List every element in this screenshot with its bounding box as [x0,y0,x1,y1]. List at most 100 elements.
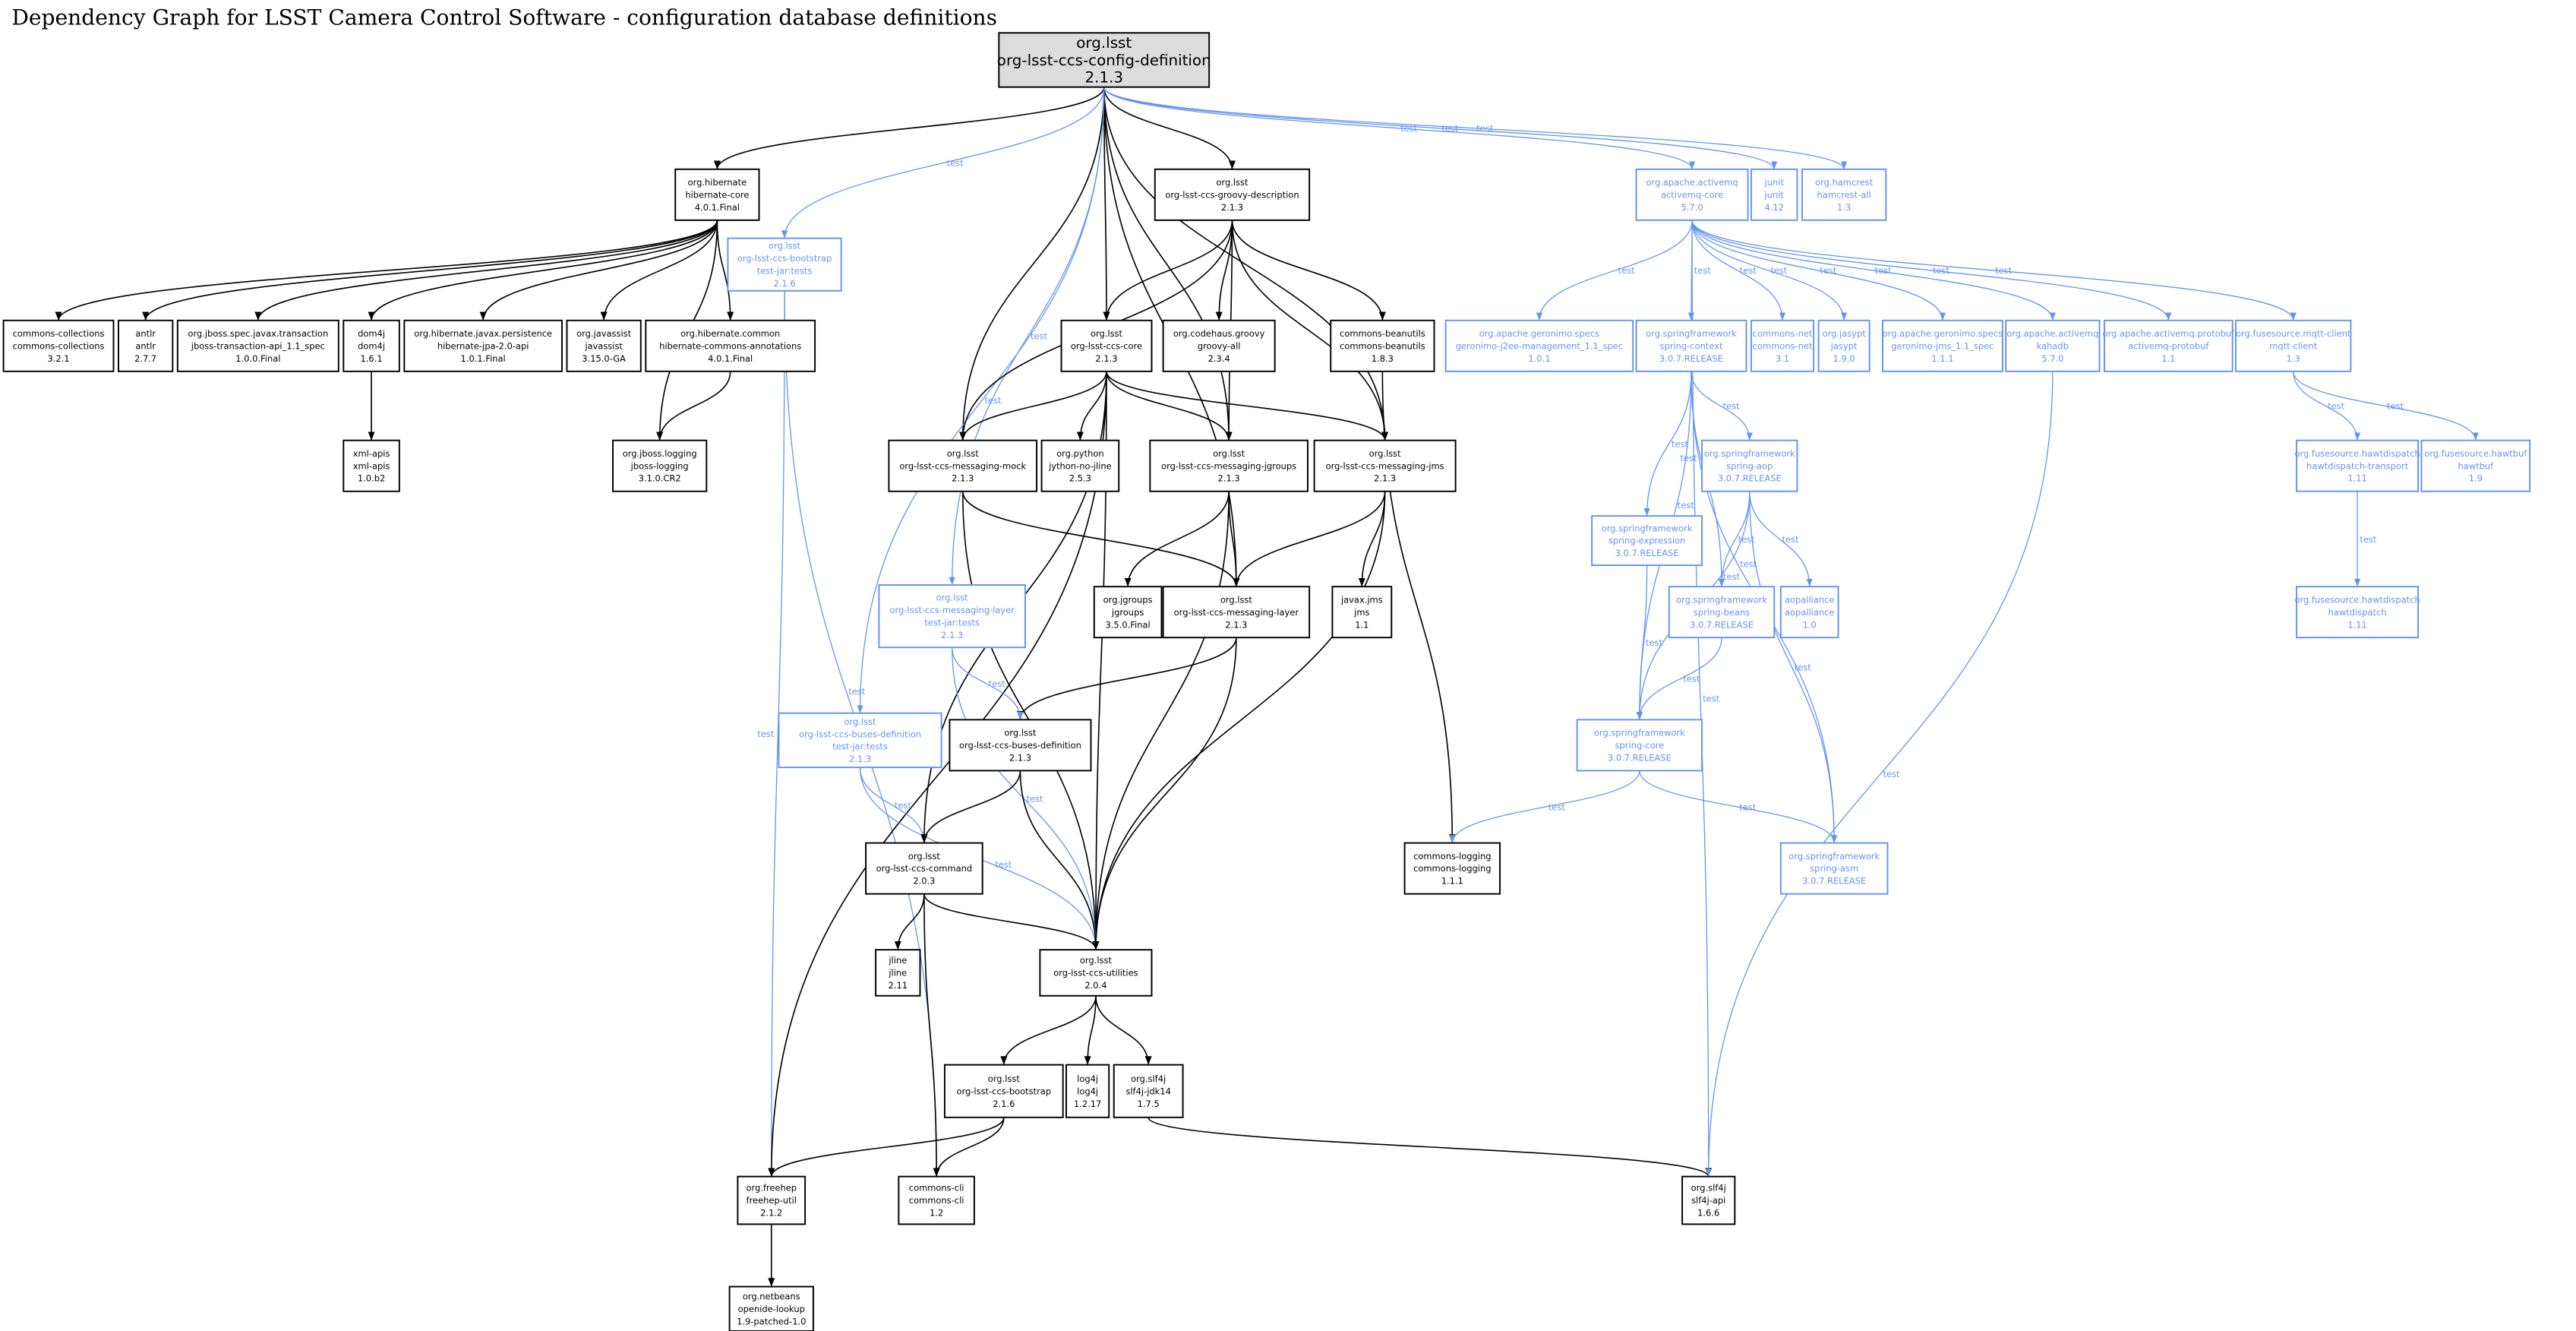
artifact-version: 2.11 [889,980,908,991]
artifact-box [1668,586,1776,639]
artifact-node-busesdef[interactable]: org.lsst org-lsst-ccs-buses-definition2.1… [949,719,1092,772]
artifact-group: org.lsst [1004,728,1037,738]
artifact-node-springaop[interactable]: org.springframeworkspring-aop3.0.7.RELEA… [1701,439,1798,492]
artifact-node-layertj[interactable]: org.lsstorg-lsst-ccs-messaging-layertest… [878,584,1026,649]
artifact-box [1403,842,1501,895]
artifact-node-springctx[interactable]: org.springframeworkspring-context3.0.7.R… [1635,319,1747,372]
artifact-node-msgjgroups[interactable]: org.lsstorg-lsst-ccs-messaging-jgroups2.… [1149,439,1309,492]
artifact-node-springasm[interactable]: org.springframeworkspring-asm3.0.7.RELEA… [1779,842,1889,895]
edge-label-test: test [1476,123,1494,134]
artifact-version: 1.1.1 [1441,876,1463,887]
dependency-edge-hibcore-jbosstx [254,220,718,321]
artifact-id: kahadb [2037,340,2069,351]
dependency-edge-root-hibcore [713,87,1105,169]
artifact-node-protobuf[interactable]: org.apache.activemq.protobufactivemq-pro… [2103,319,2236,372]
artifact-id: junit [1764,189,1785,200]
artifact-node-hibann[interactable]: org.hibernate.commonhibernate-commons-an… [645,319,816,372]
artifact-version: 3.0.7.RELEASE [1615,548,1679,558]
artifact-node-hawtdispatch[interactable]: org.fusesource.hawtdispatchhawtdispatch1… [2294,586,2420,639]
artifact-node-jbosstx[interactable]: org.jboss.spec.javax.transactionjboss-tr… [176,319,339,372]
artifact-id: spring-aop [1726,460,1773,471]
artifact-node-springbeans[interactable]: org.springframeworkspring-beans3.0.7.REL… [1668,586,1776,639]
artifact-id: spring-asm [1810,863,1858,874]
artifact-version: 3.0.7.RELEASE [1690,619,1754,630]
artifact-box [778,712,942,769]
artifact-version: 1.3 [2287,353,2300,364]
artifact-node-msglayer[interactable]: org.lsstorg-lsst-ccs-messaging-layer2.1.… [1162,586,1311,639]
artifact-group: log4j [1077,1073,1098,1084]
artifact-version: 2.1.3 [1009,752,1031,763]
artifact-version: 5.7.0 [2041,353,2063,364]
artifact-id: org-lsst-ccs-buses-definition [959,740,1081,751]
artifact-group: org.springframework [1788,851,1880,862]
artifact-node-busestj[interactable]: org.lsstorg-lsst-ccs-buses-definitiontes… [778,712,942,769]
artifact-node-bootstraptj[interactable]: org.lsstorg-lsst-ccs-bootstraptest-jar:t… [727,237,842,292]
artifact-box [1750,168,1798,221]
artifact-box [1750,319,1815,372]
artifact-box [1330,319,1435,372]
artifact-version: 5.7.0 [1681,202,1703,213]
artifact-node-gerjms[interactable]: org.apache.geronimo.specsgeronimo-jms_1.… [1882,319,2003,372]
test-dependency-edge-amqcore-gerj2ee [1536,220,1693,321]
edge-label-test: test [1441,123,1459,134]
dependency-edge-msglayer-utilities [1092,637,1237,950]
artifact-id: commons-logging [1413,863,1491,874]
artifact-id: hamcrest-all [1817,189,1871,200]
artifact-version: 3.2.1 [47,353,69,364]
artifact-node-openide[interactable]: org.netbeansopenide-lookup1.9-patched-1.… [728,1285,814,1331]
artifact-node-groovydesc[interactable]: org.lsstorg-lsst-ccs-groovy-description2… [1154,168,1311,221]
edge-label-test: test [1703,694,1720,704]
artifact-box [2235,319,2352,372]
artifact-node-hawttransport[interactable]: org.fusesource.hawtdispatchhawtdispatch-… [2294,439,2420,492]
test-dependency-edge-springcore-commonslog [1449,770,1640,843]
artifact-node-gerj2ee[interactable]: org.apache.geronimo.specsgeronimo-j2ee-m… [1444,319,1634,372]
artifact-node-springexpr[interactable]: org.springframeworkspring-expression3.0.… [1591,515,1703,567]
artifact-group: org.jasypt [1823,328,1867,339]
artifact-version: 3.5.0.Final [1106,619,1151,630]
artifact-group: org.springframework [1602,523,1693,533]
artifact-version: 4.12 [1764,202,1784,213]
artifact-group: dom4j [358,328,385,339]
artifact-version: 3.15.0-GA [582,353,626,364]
artifact-node-root[interactable]: org.lsstorg-lsst-ccs-config-definition2.… [997,32,1211,88]
artifact-node-collections[interactable]: commons-collectionscommons-collections3.… [2,319,115,372]
artifact-node-springcore[interactable]: org.springframeworkspring-core3.0.7.RELE… [1576,719,1703,772]
artifact-box [1681,1175,1736,1225]
artifact-node-jpa[interactable]: org.hibernate.javax.persistencehibernate… [403,319,563,372]
artifact-box [403,319,563,372]
artifact-id: org-lsst-ccs-groovy-description [1165,189,1299,200]
